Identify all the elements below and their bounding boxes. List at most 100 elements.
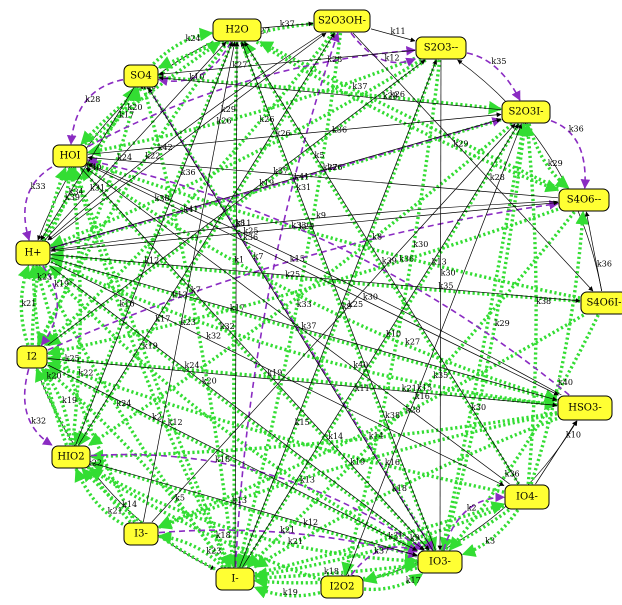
- node-s2o3minusminus[interactable]: S2O3--: [415, 36, 467, 60]
- edge-green-i3minus-to-i2: [35, 367, 132, 524]
- edge-label: k20: [47, 371, 62, 380]
- edge-green-h2o-to-i2: [36, 40, 230, 347]
- edge-label: k19: [54, 280, 69, 289]
- node-i2[interactable]: I2: [16, 345, 48, 369]
- edge-green-s4o6iminus-to-hplus: [49, 249, 581, 303]
- edge-label: k9: [316, 211, 326, 220]
- edge-label: k38: [536, 297, 551, 306]
- node-io4minus[interactable]: IO4-: [504, 484, 550, 510]
- node-i3minus[interactable]: I3-: [123, 522, 159, 546]
- edge-black-hoi-to-hso3minus: [87, 164, 559, 396]
- edge-black-s2o3ohminus-to-hplus: [47, 32, 324, 241]
- node-h2o[interactable]: H2O: [212, 18, 262, 42]
- edge-black-hplus-to-io4minus: [50, 261, 505, 486]
- edge-label: k10: [566, 430, 581, 439]
- node-box: [320, 575, 364, 599]
- node-box: [123, 64, 159, 88]
- edge-label: k7: [254, 252, 264, 261]
- edge-label: k32: [206, 332, 221, 341]
- edge-green-s4o6minusminus-to-i2: [46, 207, 559, 358]
- node-box: [123, 522, 159, 546]
- node-s4o6minusminus[interactable]: S4O6--: [558, 188, 610, 212]
- edge-black-i3minus-to-h2o: [142, 41, 237, 523]
- node-hplus[interactable]: H+: [15, 240, 51, 266]
- edge-label: k8: [372, 233, 382, 242]
- edge-label: k39: [382, 256, 397, 265]
- edge-label: k21: [288, 537, 303, 546]
- edge-label: k25: [348, 300, 363, 309]
- edge-green-hplus-to-hoi: [42, 166, 77, 242]
- edge-purple-i2-to-hio2: [23, 368, 53, 446]
- edge-label: k40: [86, 163, 101, 172]
- edge-label: k36: [597, 260, 612, 269]
- edge-black-s4o6minusminus-to-hoi: [87, 155, 559, 199]
- edge-label: k25: [285, 270, 300, 279]
- edge-label: k36: [505, 470, 520, 479]
- edge-label: k36: [332, 126, 347, 135]
- edge-green-iminus-to-io4minus: [254, 501, 506, 576]
- edge-green-h2o-to-iminus: [227, 41, 242, 569]
- edge-green-i2-to-hoi: [30, 166, 68, 346]
- edge-label: k18: [215, 455, 230, 464]
- edge-label: k36: [243, 233, 258, 242]
- node-hoi[interactable]: HOI: [52, 144, 88, 168]
- edge-black-i2-to-io3minus: [47, 364, 418, 551]
- node-label: I-: [231, 574, 238, 585]
- node-label: HSO3-: [568, 403, 602, 414]
- node-box: [580, 291, 622, 315]
- edge-label: k24: [186, 34, 201, 43]
- node-so4[interactable]: SO4: [123, 64, 159, 88]
- edge-label: k13: [172, 291, 187, 300]
- node-box: [212, 18, 262, 42]
- edge-green-iminus-to-hoi: [70, 166, 231, 568]
- edge-label: k36: [399, 255, 414, 264]
- edge-label: k31: [90, 184, 105, 193]
- edge-purple-i3minus-to-io3minus: [158, 529, 418, 559]
- node-box: [417, 550, 463, 574]
- edge-label: k38: [385, 411, 400, 420]
- edge-black-hoi-to-io3minus: [80, 167, 430, 551]
- node-label: SO4: [130, 71, 151, 82]
- node-label: S4O6--: [567, 195, 602, 206]
- node-box: [501, 100, 551, 124]
- edge-label: k33: [297, 300, 312, 309]
- edge-label: k37: [374, 547, 389, 556]
- node-hio2[interactable]: HIO2: [51, 445, 91, 469]
- edge-green-hio2-to-hoi: [66, 166, 82, 446]
- edge-label: k18: [216, 531, 231, 540]
- edge-black-iminus-to-s2o3minusminus: [239, 59, 437, 568]
- node-hso3minus[interactable]: HSO3-: [557, 395, 613, 421]
- node-i2o2[interactable]: I2O2: [320, 575, 364, 599]
- edge-label: k13: [432, 257, 447, 266]
- edge-purple-iminus-to-s2o3ohminus: [234, 32, 340, 568]
- edge-label: k33: [31, 182, 46, 191]
- edge-black-hplus-to-s4o6iminus: [50, 254, 581, 303]
- node-io3minus[interactable]: IO3-: [417, 550, 463, 574]
- edge-black-i2-to-hso3minus: [47, 358, 558, 408]
- edge-green-iminus-to-i3minus: [157, 530, 224, 569]
- edge-label: k35: [438, 282, 453, 291]
- edge-label: k5: [315, 151, 325, 160]
- edge-black-hplus-to-hso3minus: [50, 257, 558, 402]
- edge-label: k2: [467, 504, 477, 513]
- node-s2o3iminus[interactable]: S2O3I-: [501, 100, 551, 124]
- edge-label: k3: [485, 536, 495, 545]
- edge-black-h2o-to-s2o3ohminus: [261, 21, 314, 29]
- edge-label: k21: [108, 507, 123, 516]
- edge-black-so4-to-hplus: [40, 87, 134, 241]
- edge-label: k1: [234, 256, 244, 265]
- edge-label: k16: [415, 392, 430, 401]
- node-s2o3ohminus[interactable]: S2O3OH-: [313, 9, 371, 33]
- node-box: [558, 188, 610, 212]
- edge-label: k24: [185, 361, 200, 370]
- edge-label: k23: [37, 273, 52, 282]
- edge-label: k19: [350, 457, 365, 466]
- edge-label: k25: [243, 226, 258, 235]
- edge-label: k27: [232, 61, 247, 70]
- outer-arc-edge: [457, 59, 603, 292]
- edge-green-io3minus-to-s2o3iminus: [440, 122, 529, 551]
- edge-label: k13: [232, 496, 247, 505]
- node-iminus[interactable]: I-: [215, 567, 255, 591]
- edge-label: k14: [122, 500, 137, 509]
- node-s4o6iminus[interactable]: S4O6I-: [580, 291, 622, 315]
